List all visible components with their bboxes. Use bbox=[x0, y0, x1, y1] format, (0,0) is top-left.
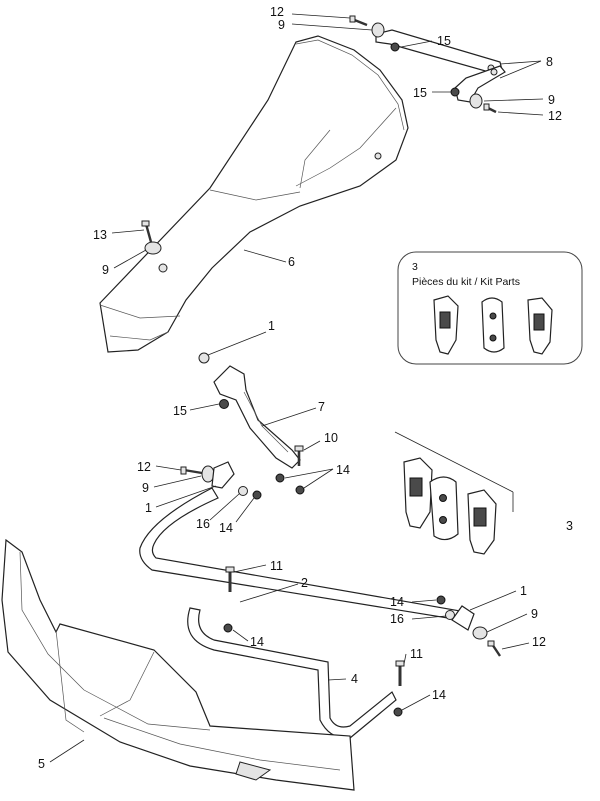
spacer-16-right bbox=[445, 610, 455, 620]
mount-bracket bbox=[213, 365, 301, 469]
washer-9-right bbox=[472, 626, 488, 640]
callout-labels: 12 9 15 8 15 9 12 13 9 6 1 15 7 10 14 12… bbox=[38, 5, 573, 771]
callout-2: 2 bbox=[301, 576, 308, 590]
callout-12-mid: 12 bbox=[548, 109, 562, 123]
callout-4: 4 bbox=[351, 672, 358, 686]
callout-9-top: 9 bbox=[278, 18, 285, 32]
callout-1-left: 1 bbox=[145, 501, 152, 515]
kit-clip-left bbox=[433, 295, 459, 355]
callout-13: 13 bbox=[93, 228, 107, 242]
bushing-1-top bbox=[198, 352, 210, 364]
tube-frame-lower bbox=[187, 607, 397, 739]
callout-11-bottom: 11 bbox=[410, 647, 423, 661]
front-cover bbox=[99, 35, 409, 353]
mount-plate-left bbox=[211, 461, 235, 489]
washer-9-top bbox=[371, 22, 385, 38]
nut-14-bracket-b bbox=[295, 485, 305, 495]
kit-clip-right bbox=[527, 297, 553, 355]
nut-14-bracket-a bbox=[275, 473, 285, 483]
callout-16-left: 16 bbox=[196, 517, 210, 531]
washer-9-left bbox=[144, 241, 162, 255]
callout-15-mid: 15 bbox=[413, 86, 427, 100]
callout-1-right: 1 bbox=[520, 584, 527, 598]
callout-14-bottom: 14 bbox=[250, 635, 264, 649]
kit-box-number: 3 bbox=[412, 261, 418, 273]
mount-plate-right bbox=[451, 605, 475, 631]
leader-lines bbox=[49, 13, 544, 763]
callout-8: 8 bbox=[546, 55, 553, 69]
callout-9-mid: 9 bbox=[548, 93, 555, 107]
callout-16-right: 16 bbox=[390, 612, 404, 626]
nut-15-top bbox=[390, 42, 400, 52]
nut-14-bottom bbox=[223, 623, 233, 633]
pad-center bbox=[429, 476, 459, 541]
callout-7: 7 bbox=[318, 400, 325, 414]
kit-box-title: Pièces du kit / Kit Parts bbox=[412, 276, 520, 288]
kit-parts-box: 3 Pièces du kit / Kit Parts bbox=[397, 251, 583, 365]
callout-10: 10 bbox=[324, 431, 338, 445]
nut-15-mid bbox=[450, 87, 460, 97]
callout-3: 3 bbox=[566, 519, 573, 533]
callout-14-left: 14 bbox=[219, 521, 233, 535]
washer-9-mid bbox=[469, 93, 483, 109]
callout-5: 5 bbox=[38, 757, 45, 771]
bolt-12-top bbox=[349, 15, 368, 27]
callout-9-right: 9 bbox=[531, 607, 538, 621]
callout-14-lowest: 14 bbox=[432, 688, 446, 702]
nut-14-lowest bbox=[393, 707, 403, 717]
callout-9-lower-left: 9 bbox=[142, 481, 149, 495]
bolt-12-right bbox=[487, 640, 501, 657]
kit-pad-center bbox=[481, 297, 505, 353]
callout-15-top: 15 bbox=[437, 34, 451, 48]
bolt-10 bbox=[294, 445, 304, 466]
callout-12-right: 12 bbox=[532, 635, 546, 649]
pin-11-top bbox=[225, 566, 235, 592]
callout-15-bracket: 15 bbox=[173, 404, 187, 418]
callout-6: 6 bbox=[288, 255, 295, 269]
callout-1-top: 1 bbox=[268, 319, 275, 333]
nut-14-right bbox=[436, 595, 446, 605]
callout-12-left: 12 bbox=[137, 460, 151, 474]
upper-bracket-pair bbox=[375, 29, 506, 103]
bolt-13 bbox=[141, 220, 153, 243]
clip-right bbox=[467, 489, 497, 555]
nut-15-bracket bbox=[219, 399, 229, 409]
clip-left bbox=[403, 457, 433, 529]
front-fairing bbox=[1, 538, 355, 791]
callout-11-top: 11 bbox=[270, 559, 283, 573]
callout-14-bracket: 14 bbox=[336, 463, 350, 477]
bolt-12-left bbox=[180, 466, 203, 475]
kit-parts-exploded bbox=[394, 431, 514, 555]
pin-11-bottom bbox=[395, 660, 405, 686]
nut-14-left bbox=[252, 490, 262, 500]
spacer-16-left bbox=[238, 486, 248, 496]
bolt-12-mid bbox=[483, 103, 497, 114]
callout-12-top: 12 bbox=[270, 5, 284, 19]
callout-9-left: 9 bbox=[102, 263, 109, 277]
callout-14-right: 14 bbox=[390, 595, 404, 609]
